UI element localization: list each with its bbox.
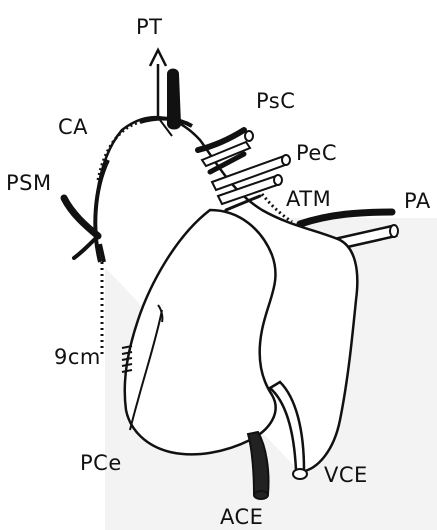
label-ca: CA	[58, 115, 88, 139]
ace-vessel	[248, 432, 269, 499]
label-pec: PeC	[296, 141, 337, 165]
label-pa: PA	[404, 189, 431, 213]
label-ace: ACE	[220, 505, 263, 529]
label-psm: PSM	[6, 171, 52, 195]
label-sem: 9cm	[54, 345, 101, 369]
label-psc: PsC	[256, 89, 295, 113]
label-pt: PT	[136, 15, 163, 39]
label-vce: VCE	[324, 463, 368, 487]
label-pce: PCe	[80, 451, 122, 475]
label-atm: ATM	[286, 187, 331, 211]
